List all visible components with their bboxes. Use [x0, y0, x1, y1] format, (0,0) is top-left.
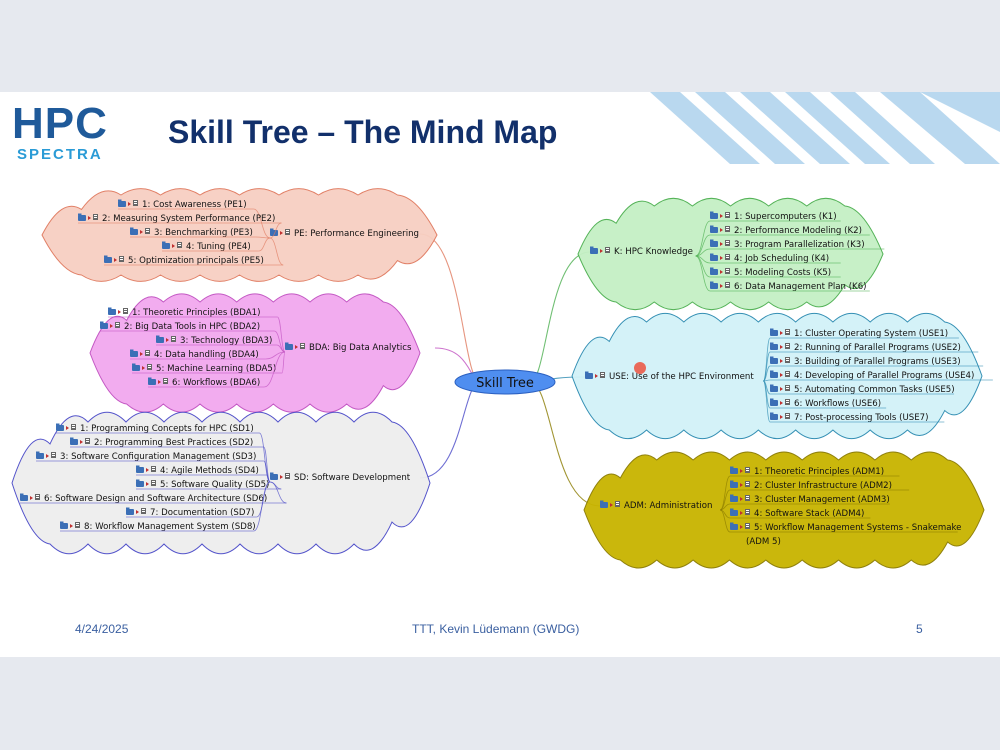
bda-item-5[interactable]: 5: Machine Learning (BDA5) [156, 364, 276, 374]
adm-item-4[interactable]: 4: Software Stack (ADM4) [754, 509, 864, 519]
adm-item-6[interactable]: (ADM 5) [746, 537, 781, 547]
branch-pe: PE: Performance Engineering 1: Cost Aware… [41, 188, 438, 282]
branch-bda: BDA: Big Data Analytics 1: Theoretic Prin… [89, 293, 421, 413]
use-item-5[interactable]: 5: Automating Common Tasks (USE5) [794, 385, 955, 395]
bda-item-1[interactable]: 1: Theoretic Principles (BDA1) [132, 308, 260, 318]
adm-item-5[interactable]: 5: Workflow Management Systems - Snakema… [754, 523, 961, 533]
slide: HPC SPECTRA Skill Tree – The Mind Map PE… [0, 92, 1000, 657]
footer-date: 4/24/2025 [75, 622, 129, 636]
branch-use: USE: Use of the HPC Environment 1: Cluste… [571, 312, 993, 440]
adm-item-2[interactable]: 2: Cluster Infrastructure (ADM2) [754, 481, 892, 491]
adm-branch-label[interactable]: ADM: Administration [624, 501, 712, 511]
bda-branch-label[interactable]: BDA: Big Data Analytics [309, 343, 412, 353]
pe-item-2[interactable]: 2: Measuring System Performance (PE2) [102, 214, 275, 224]
sd-item-4[interactable]: 4: Agile Methods (SD4) [160, 466, 259, 476]
decorative-stripes [650, 92, 1000, 164]
hpc-logo: HPC [12, 99, 108, 148]
sd-item-3[interactable]: 3: Software Configuration Management (SD… [60, 452, 256, 462]
k-item-2[interactable]: 2: Performance Modeling (K2) [734, 226, 862, 236]
pe-connector [419, 233, 481, 383]
sd-connector [419, 381, 481, 479]
pe-item-5[interactable]: 5: Optimization principals (PE5) [128, 256, 264, 266]
sd-item-2[interactable]: 2: Programming Best Practices (SD2) [94, 438, 253, 448]
k-item-4[interactable]: 4: Job Scheduling (K4) [734, 254, 829, 264]
sd-item-8[interactable]: 8: Workflow Management System (SD8) [84, 522, 256, 532]
use-item-3[interactable]: 3: Building of Parallel Programs (USE3) [794, 357, 961, 367]
k-item-3[interactable]: 3: Program Parallelization (K3) [734, 240, 865, 250]
pointer-dot [634, 362, 646, 374]
k-cloud [577, 197, 884, 311]
bda-item-4[interactable]: 4: Data handling (BDA4) [154, 350, 259, 360]
branch-sd: SD: Software Development 1: Programming C… [11, 411, 431, 555]
central-node[interactable]: Skill Tree [454, 369, 556, 395]
footer-page-number: 5 [916, 622, 923, 636]
branch-k: K: HPC Knowledge 1: Supercomputers (K1) 2:… [577, 197, 885, 311]
central-node-label: Skill Tree [476, 376, 534, 391]
use-branch-label[interactable]: USE: Use of the HPC Environment [609, 372, 754, 382]
sd-item-5[interactable]: 5: Software Quality (SD5) [160, 480, 269, 490]
sd-item-7[interactable]: 7: Documentation (SD7) [150, 508, 254, 518]
use-item-7[interactable]: 7: Post-processing Tools (USE7) [794, 413, 928, 423]
bda-cloud [89, 293, 421, 413]
use-item-2[interactable]: 2: Running of Parallel Programs (USE2) [794, 343, 961, 353]
bda-item-2[interactable]: 2: Big Data Tools in HPC (BDA2) [124, 322, 260, 332]
pe-item-1[interactable]: 1: Cost Awareness (PE1) [142, 200, 247, 210]
footer-author: TTT, Kevin Lüdemann (GWDG) [412, 622, 580, 636]
bda-item-6[interactable]: 6: Workflows (BDA6) [172, 378, 260, 388]
k-item-1[interactable]: 1: Supercomputers (K1) [734, 212, 837, 222]
use-item-4[interactable]: 4: Developing of Parallel Programs (USE4… [794, 371, 974, 381]
adm-item-3[interactable]: 3: Cluster Management (ADM3) [754, 495, 890, 505]
k-item-5[interactable]: 5: Modeling Costs (K5) [734, 268, 831, 278]
branch-adm: ADM: Administration 1: Theoretic Principl… [583, 451, 985, 569]
sd-cloud [11, 411, 431, 555]
sd-item-6[interactable]: 6: Software Design and Software Architec… [44, 494, 267, 504]
k-item-6[interactable]: 6: Data Management Plan (K6) [734, 282, 867, 292]
sd-branch-label[interactable]: SD: Software Development [294, 473, 411, 483]
use-item-1[interactable]: 1: Cluster Operating System (USE1) [794, 329, 948, 339]
bda-item-3[interactable]: 3: Technology (BDA3) [180, 336, 272, 346]
pe-cloud [41, 188, 438, 282]
k-branch-label[interactable]: K: HPC Knowledge [614, 247, 693, 257]
adm-item-1[interactable]: 1: Theoretic Principles (ADM1) [754, 467, 884, 477]
page-title: Skill Tree – The Mind Map [168, 114, 558, 150]
pe-item-3[interactable]: 3: Benchmarking (PE3) [154, 228, 253, 238]
spectra-logo-text: SPECTRA [17, 146, 103, 163]
use-item-6[interactable]: 6: Workflows (USE6) [794, 399, 881, 409]
adm-cloud [583, 451, 985, 569]
mind-map: PE: Performance Engineering 1: Cost Aware… [11, 188, 993, 569]
sd-item-1[interactable]: 1: Programming Concepts for HPC (SD1) [80, 424, 254, 434]
pe-item-4[interactable]: 4: Tuning (PE4) [186, 242, 251, 252]
pe-branch-label[interactable]: PE: Performance Engineering [294, 229, 419, 239]
